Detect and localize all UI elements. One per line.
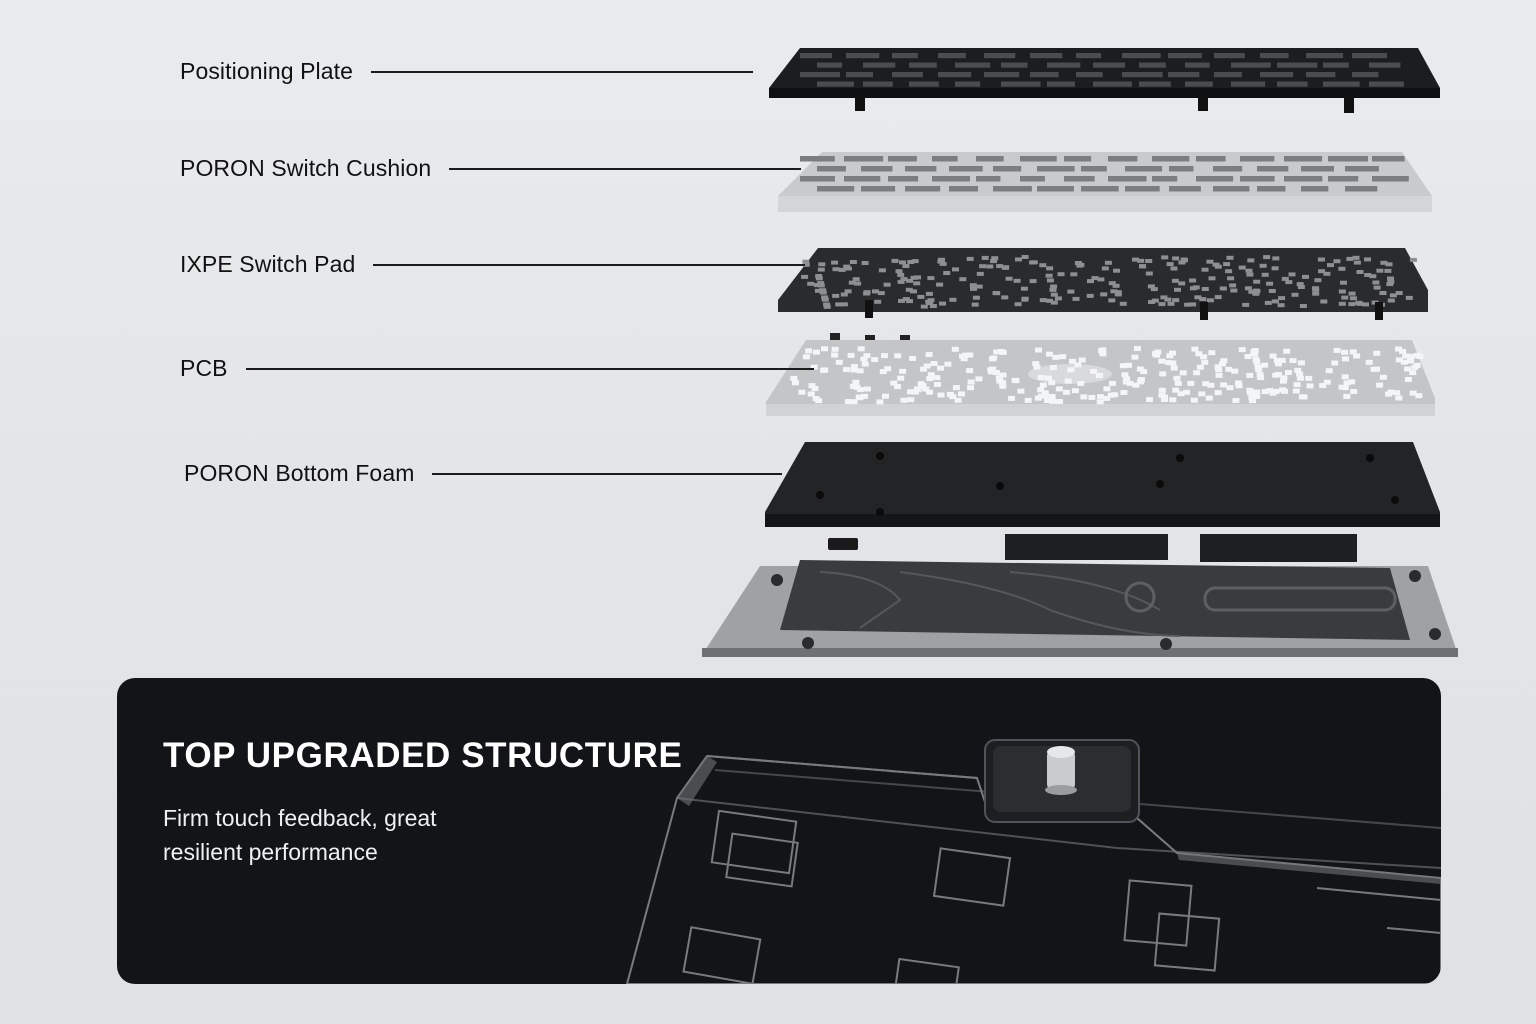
callout-bottom-foam: PORON Bottom Foam [184,460,783,487]
leader-line [245,367,814,370]
plate-closeup-illustration [625,739,1441,984]
panel-description: Firm touch feedback, great resilient per… [163,801,503,869]
callout-label: Positioning Plate [180,58,354,84]
panel-title: TOP UPGRADED STRUCTURE [163,736,683,775]
callout-switch-cushion: PORON Switch Cushion [180,155,802,182]
positioning-plate-illustration [769,48,1440,113]
panel-description-line: Firm touch feedback, great [163,805,437,831]
callout-label: PORON Switch Cushion [180,155,432,181]
leader-line [371,70,754,73]
callout-pcb: PCB [180,355,814,382]
feature-panel: TOP UPGRADED STRUCTURE Firm touch feedba… [117,678,1441,984]
callout-label: PORON Bottom Foam [184,460,415,486]
pcb-illustration [766,333,1435,416]
switch-cushion-illustration [778,152,1432,212]
base-case-illustration [702,534,1458,657]
exploded-layer-diagram [702,48,1458,657]
callout-label: IXPE Switch Pad [180,251,356,277]
leader-line [373,263,806,266]
leader-line [449,167,802,170]
panel-description-line: resilient performance [163,839,378,865]
leader-line [432,472,783,475]
callout-positioning-plate: Positioning Plate [180,58,754,85]
ixpe-pad-illustration [778,248,1428,320]
bottom-foam-illustration [765,442,1440,527]
callout-label: PCB [180,355,228,381]
callout-ixpe-switch-pad: IXPE Switch Pad [180,251,806,278]
